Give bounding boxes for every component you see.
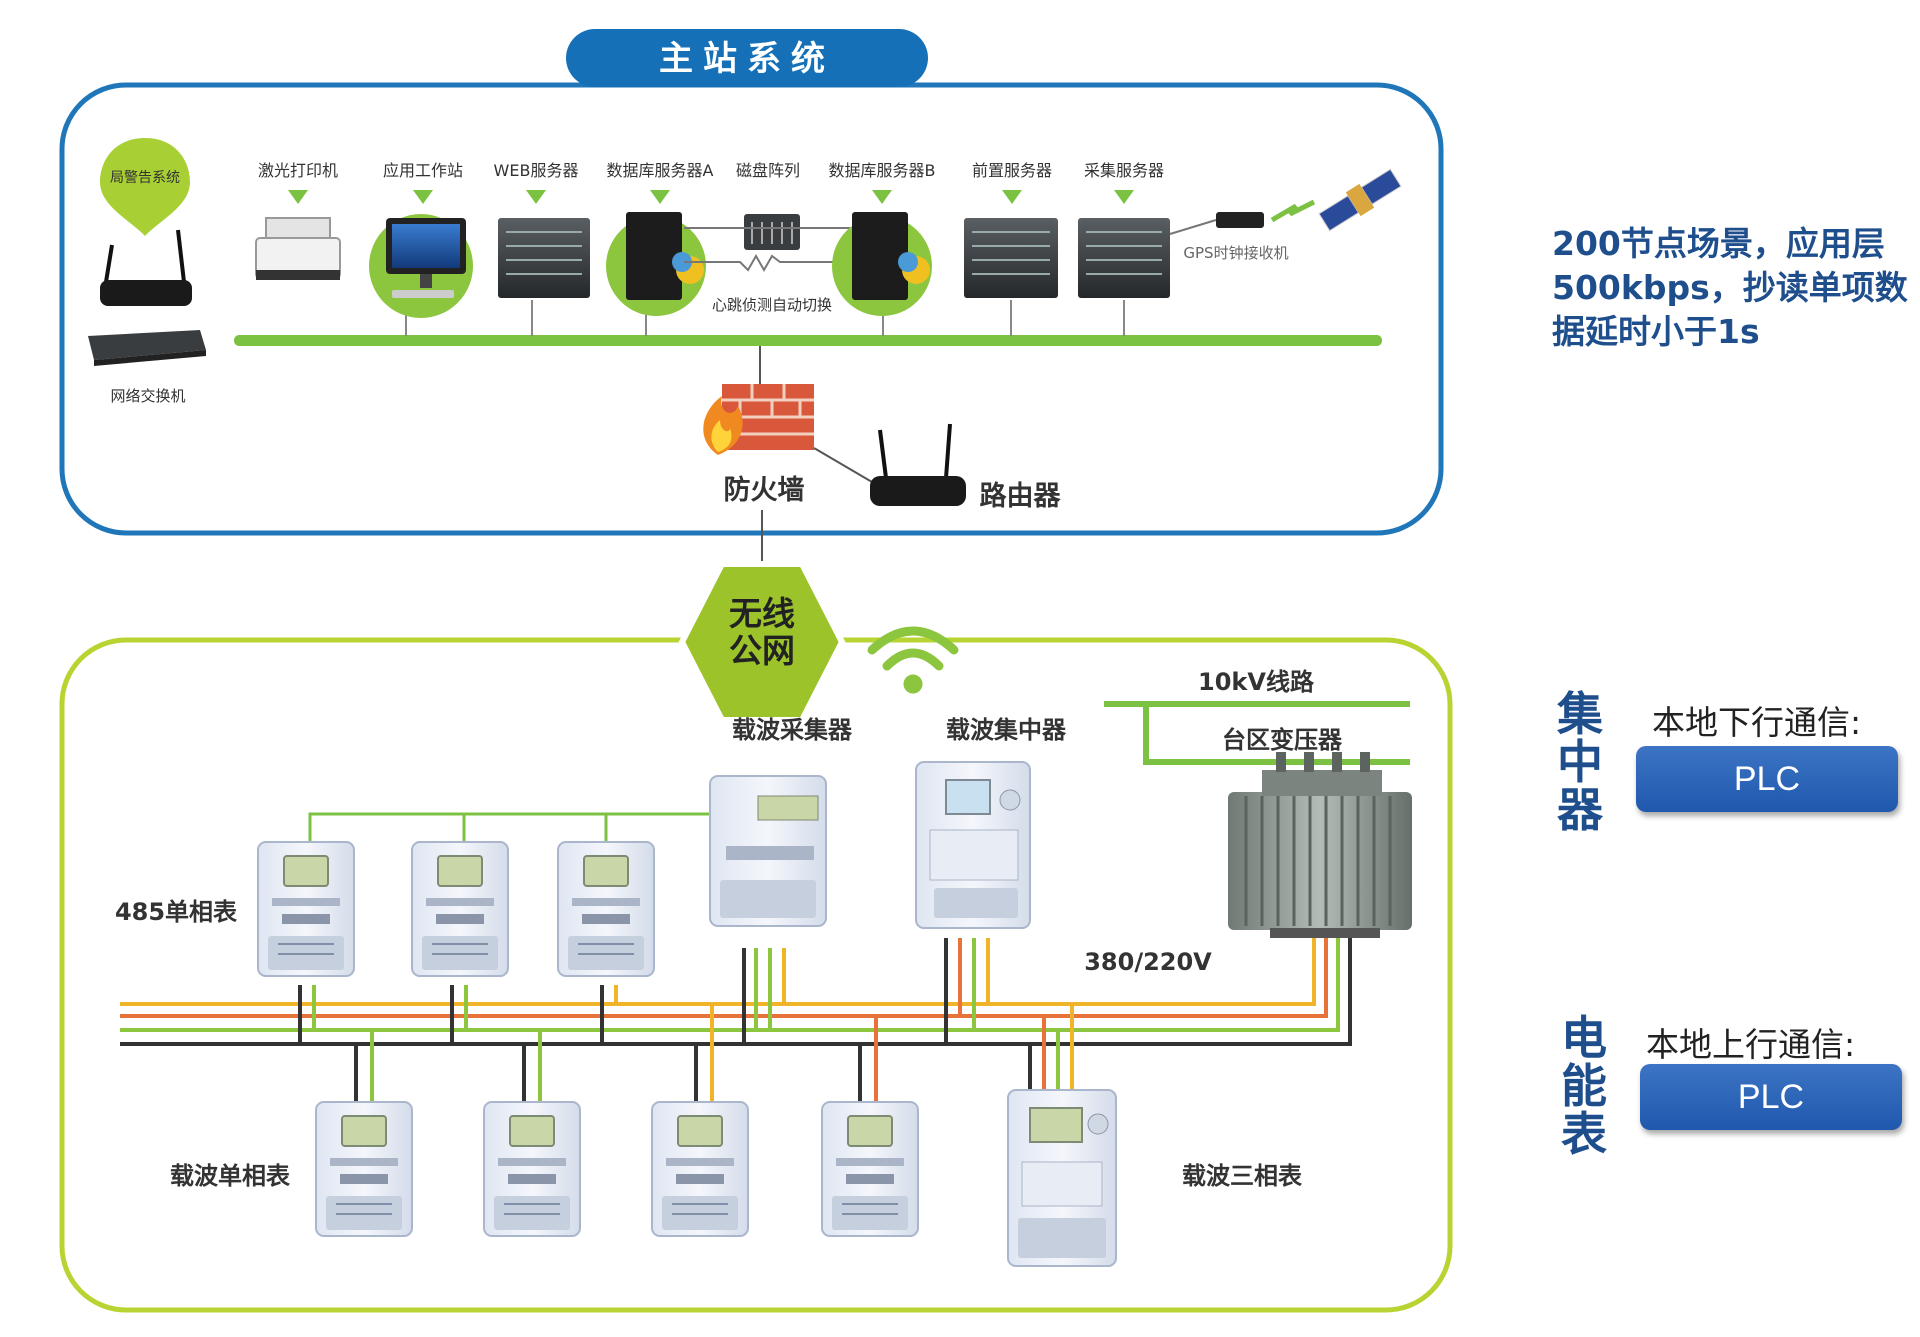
device-label-workstation: 应用工作站 [383, 161, 463, 180]
voltage-label: 380/220V [1084, 948, 1212, 976]
concentrator-heading: 集中器 [1557, 687, 1603, 837]
electric-meter-icon [557, 841, 655, 977]
downlink-comm-label: 本地下行通信: [1652, 703, 1862, 742]
server-rack-icon [1078, 218, 1170, 298]
transformer-icon [1228, 752, 1412, 938]
meter-heading: 电能表 [1561, 1011, 1607, 1161]
router-label: 路由器 [980, 480, 1062, 512]
lightning-icon [1270, 199, 1316, 223]
carrier-three-phase-label: 载波三相表 [1182, 1162, 1303, 1190]
device-label-web-server: WEB服务器 [494, 161, 579, 180]
heartbeat-line [684, 253, 850, 273]
server-rack-icon [964, 218, 1058, 298]
electric-meter-icon [411, 841, 509, 977]
carrier-concentrator-label: 载波集中器 [946, 716, 1067, 744]
carrier-single-phase-label: 载波单相表 [170, 1162, 291, 1190]
top-meter-drops [298, 938, 990, 1044]
electric-meter-icon [483, 1101, 581, 1237]
firewall-icon [703, 384, 814, 455]
electric-meter-icon [315, 1101, 413, 1237]
server-rack-icon [498, 218, 590, 298]
line-10kv-label: 10kV线路 [1198, 668, 1315, 696]
bottom-meter-drops [354, 1004, 1074, 1110]
heartbeat-label: 心跳侦测自动切换 [712, 296, 832, 314]
rs485-bus [308, 812, 710, 850]
wireless-line1: 无线 [729, 594, 795, 633]
carrier-collector-device [709, 775, 827, 927]
meter-plc-button[interactable]: PLC [1640, 1064, 1902, 1130]
meter-485-label: 485单相表 [115, 898, 238, 926]
electric-meter-icon [257, 841, 355, 977]
electric-meter-icon [821, 1101, 919, 1237]
lan-bus [234, 335, 1382, 346]
carrier-collector-label: 载波采集器 [732, 716, 853, 744]
gps-receiver-icon [1216, 212, 1264, 228]
device-label-disk-array: 磁盘阵列 [736, 161, 800, 180]
wifi-icon [867, 626, 959, 694]
wireless-line2: 公网 [729, 631, 795, 670]
wireless-hexagon [678, 561, 846, 723]
master-title-pill [566, 29, 928, 87]
location-pin-icon [100, 138, 190, 236]
three-phase-meter-device [1007, 1089, 1117, 1267]
alarm-system-label: 局警告系统 [110, 170, 180, 186]
concentrator-plc-button[interactable]: PLC [1636, 746, 1898, 812]
satellite-icon [1318, 168, 1402, 232]
printer-icon [255, 217, 341, 280]
device-label-db-server-a: 数据库服务器A [607, 161, 714, 180]
gps-label: GPS时钟接收机 [1183, 244, 1288, 262]
carrier-concentrator-device [915, 761, 1031, 929]
network-switch-icon [88, 330, 206, 366]
uplink-comm-label: 本地上行通信: [1646, 1025, 1856, 1064]
firewall-label: 防火墙 [724, 475, 805, 506]
switch-label: 网络交换机 [110, 387, 185, 405]
transformer-label: 台区变压器 [1222, 726, 1343, 754]
device-label-collect-server: 采集服务器 [1084, 161, 1164, 180]
chevron-down-icons [288, 190, 1134, 204]
disk-array-icon [744, 214, 800, 250]
device-label-printer: 激光打印机 [258, 161, 338, 180]
router-icon [100, 229, 192, 306]
power-lines [120, 930, 1352, 1046]
monitor-icon [369, 214, 473, 318]
line-10kv [1104, 701, 1410, 765]
server-rack-icon [832, 212, 932, 316]
performance-note: 200节点场景，应用层500kbps，抄读单项数据延时小于1s [1552, 224, 1908, 351]
electric-meter-icon [651, 1101, 749, 1237]
device-label-db-server-b: 数据库服务器B [829, 161, 936, 180]
device-label-front-server: 前置服务器 [972, 161, 1052, 180]
router-icon [870, 423, 966, 506]
master-title: 主站系统 [659, 39, 835, 79]
